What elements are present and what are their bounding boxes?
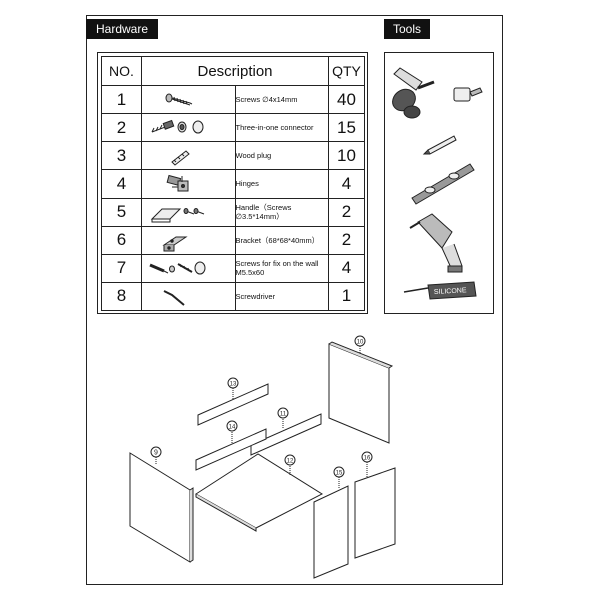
row-qty: 10 (328, 141, 365, 171)
row-description: Three-in-one connector (234, 113, 329, 143)
connector-icon (141, 113, 236, 143)
silicone-tube-icon: SILICONE (403, 281, 477, 300)
hex-key-icon (141, 281, 236, 312)
hardware-tab: Hardware (86, 19, 158, 39)
door-15: 15 (313, 466, 349, 579)
row-qty: 4 (328, 253, 365, 283)
row-description: Screwdriver (234, 281, 329, 312)
table-row: 4 Hinges 4 (101, 169, 365, 199)
row-qty: 1 (328, 281, 365, 312)
rail-12: 13 (197, 377, 269, 426)
table-row: 3 Wood plug 10 (101, 141, 365, 171)
tools-box (384, 52, 494, 314)
row-qty: 15 (328, 113, 365, 143)
row-qty: 4 (328, 169, 365, 199)
row-no: 7 (101, 253, 142, 283)
hardware-box (97, 52, 368, 314)
panel-9: 9 (129, 446, 194, 563)
header-description: Description (141, 55, 329, 87)
header-no: NO. (101, 55, 142, 87)
row-no: 3 (101, 141, 142, 171)
panel-10: 10 (328, 335, 394, 444)
row-description: Handle（Screws ∅3.5*14mm） (234, 197, 329, 227)
row-no: 5 (101, 197, 142, 227)
row-description: Wood plug (234, 141, 329, 171)
table-row: 8 Screwdriver 1 (101, 281, 365, 312)
bracket-icon (141, 225, 236, 255)
tools-illustrations: SILICONE (392, 67, 483, 300)
row-description: Screws for fix on the wall M5.5x60 (234, 253, 329, 283)
row-qty: 40 (328, 85, 365, 115)
part-label-10: 10 (357, 340, 364, 346)
hinge-icon (141, 169, 236, 199)
silicone-label: SILICONE (434, 287, 467, 296)
door-16: 16 (354, 451, 396, 559)
row-description: Bracket（68*68*40mm） (234, 225, 329, 255)
hammer-icon (392, 67, 435, 119)
part-label-9: 9 (154, 450, 158, 457)
hardware-title: Hardware (95, 22, 149, 36)
row-no: 6 (101, 225, 142, 255)
part-label-13: 14 (229, 425, 236, 431)
part-label-11: 11 (280, 412, 287, 418)
row-no: 2 (101, 113, 142, 143)
table-header-row: NO. Description QTY (101, 55, 365, 87)
rail-11: 11 (250, 407, 322, 456)
row-no: 4 (101, 169, 142, 199)
table-row: 6 Bracket（68*68*40mm） 2 (101, 225, 365, 255)
instruction-page-frame (86, 15, 503, 585)
row-qty: 2 (328, 197, 365, 227)
tools-title: Tools (392, 22, 421, 36)
row-description: Hinges (234, 169, 329, 199)
level-icon (411, 163, 475, 205)
table-row: 2 Three-in-one connector 15 (101, 113, 365, 143)
wall-anchor-icon (141, 253, 236, 283)
rail-13: 14 (195, 420, 267, 471)
screw-icon (141, 85, 236, 115)
part-label-14: 12 (287, 459, 294, 465)
pencil-icon (422, 135, 457, 155)
shelf-14: 12 (195, 453, 324, 532)
header-qty: QTY (328, 55, 365, 87)
wood-plug-icon (141, 141, 236, 171)
drill-icon (409, 213, 463, 273)
table-row: 1 Screws ∅4x14mm 40 (101, 85, 365, 115)
hardware-table: NO. Description QTY 1 Screws ∅4x14mm 40 … (101, 55, 365, 312)
part-label-12: 13 (230, 382, 237, 388)
exploded-assembly-diagram: 9 10 13 11 14 (129, 335, 396, 579)
tools-tab: Tools (384, 19, 430, 39)
part-label-15: 15 (336, 471, 343, 477)
tape-measure-icon (453, 87, 483, 102)
row-no: 8 (101, 281, 142, 312)
table-row: 5 Handle（Screws ∅3.5*14mm） 2 (101, 197, 365, 227)
part-label-16: 16 (364, 456, 371, 462)
row-no: 1 (101, 85, 142, 115)
row-description: Screws ∅4x14mm (234, 85, 329, 115)
row-qty: 2 (328, 225, 365, 255)
handle-icon (141, 197, 236, 227)
table-row: 7 Screws for fix on the wall M5.5x60 4 (101, 253, 365, 283)
